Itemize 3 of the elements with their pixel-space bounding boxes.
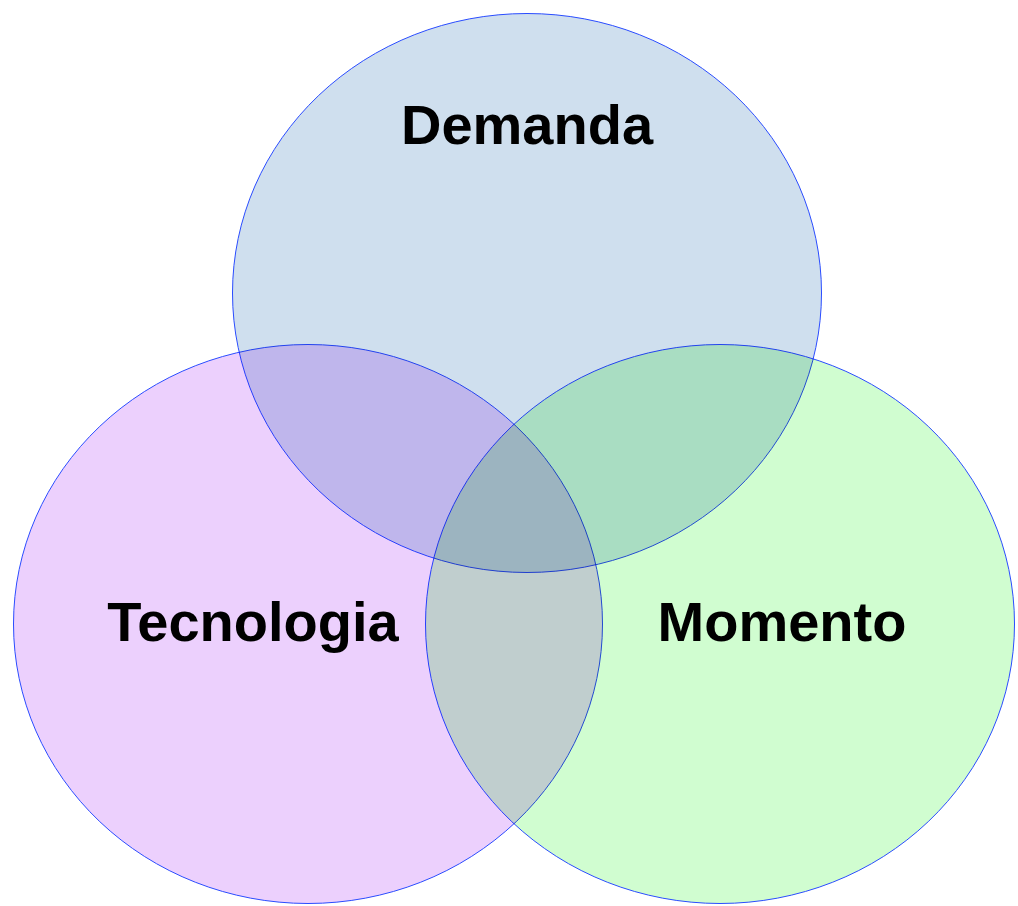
circle-label: Momento	[657, 591, 907, 653]
circle-label: Demanda	[400, 94, 654, 156]
circle-label: Tecnologia	[107, 591, 399, 653]
